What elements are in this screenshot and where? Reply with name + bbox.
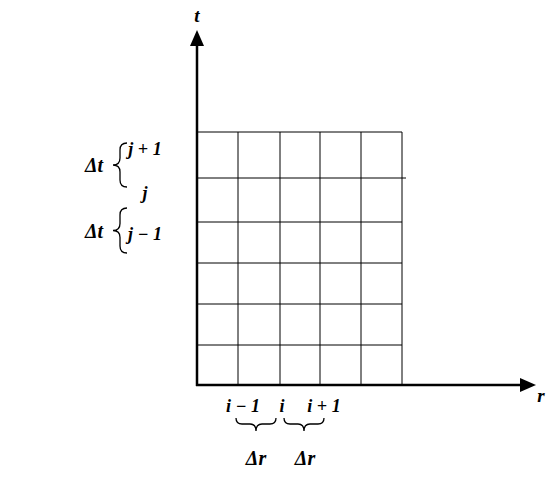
label-anchor: r: [537, 386, 544, 406]
label-anchor: j − 1: [128, 225, 162, 244]
time-index: j + 1: [128, 139, 161, 159]
space-index: i − 1: [226, 396, 260, 416]
axis-label: t: [194, 5, 199, 26]
label-anchor: j + 1: [128, 140, 161, 159]
label-anchor: Δt: [85, 155, 103, 176]
step-size: Δr: [295, 447, 315, 469]
label-anchor: Δr: [246, 448, 266, 469]
step-size: Δt: [85, 220, 103, 242]
label-anchor: j: [142, 184, 147, 203]
time-index: j: [142, 183, 147, 203]
grid-lines: [197, 132, 406, 385]
label-anchor: Δr: [295, 448, 315, 469]
step-size: Δr: [246, 447, 266, 469]
time-index: j − 1: [128, 224, 162, 244]
t-axis-arrowhead: [190, 30, 204, 46]
label-anchor: i: [279, 397, 284, 416]
label-anchor: Δt: [85, 221, 103, 242]
axis-label: r: [537, 385, 544, 406]
label-anchor: i − 1: [226, 397, 260, 416]
r-axis-arrowhead: [520, 378, 536, 392]
label-anchor: i + 1: [307, 397, 340, 416]
step-size: Δt: [85, 154, 103, 176]
braces: [113, 143, 324, 431]
axes: [196, 44, 522, 386]
label-anchor: t: [194, 6, 199, 26]
space-index: i + 1: [307, 396, 340, 416]
space-index: i: [279, 396, 284, 416]
